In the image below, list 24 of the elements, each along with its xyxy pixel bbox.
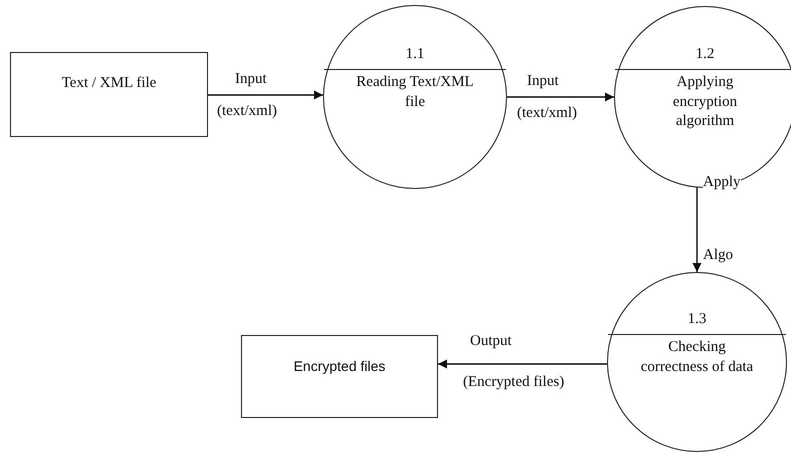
flow-label: (text/xml) [517, 105, 577, 122]
edge-label: Input [527, 73, 559, 90]
process-number: 1.2 [696, 46, 714, 63]
process-number: 1.3 [688, 311, 706, 328]
flow-label: (Encrypted files) [463, 374, 564, 391]
entity-label: Text / XML file [62, 75, 156, 92]
entity-box [241, 335, 438, 418]
arrow [438, 360, 608, 368]
entity-box [10, 52, 208, 137]
process-circle [607, 272, 787, 452]
edge-label: Output [470, 333, 512, 350]
edge-label: Apply [703, 174, 740, 191]
arrow [507, 92, 614, 102]
flow-label: Algo [703, 247, 733, 264]
process-number: 1.1 [406, 46, 424, 63]
process-label: Reading Text/XML file [355, 73, 475, 112]
process-circle [323, 5, 507, 189]
process-label: Checking correctness of data [640, 338, 754, 376]
arrow [692, 188, 702, 272]
arrow [208, 90, 324, 100]
edge-label: Input [235, 71, 267, 88]
process-label: Applying encryption algorithm [672, 73, 738, 131]
entity-label: Encrypted files [294, 358, 386, 374]
flow-label: (text/xml) [217, 103, 277, 120]
